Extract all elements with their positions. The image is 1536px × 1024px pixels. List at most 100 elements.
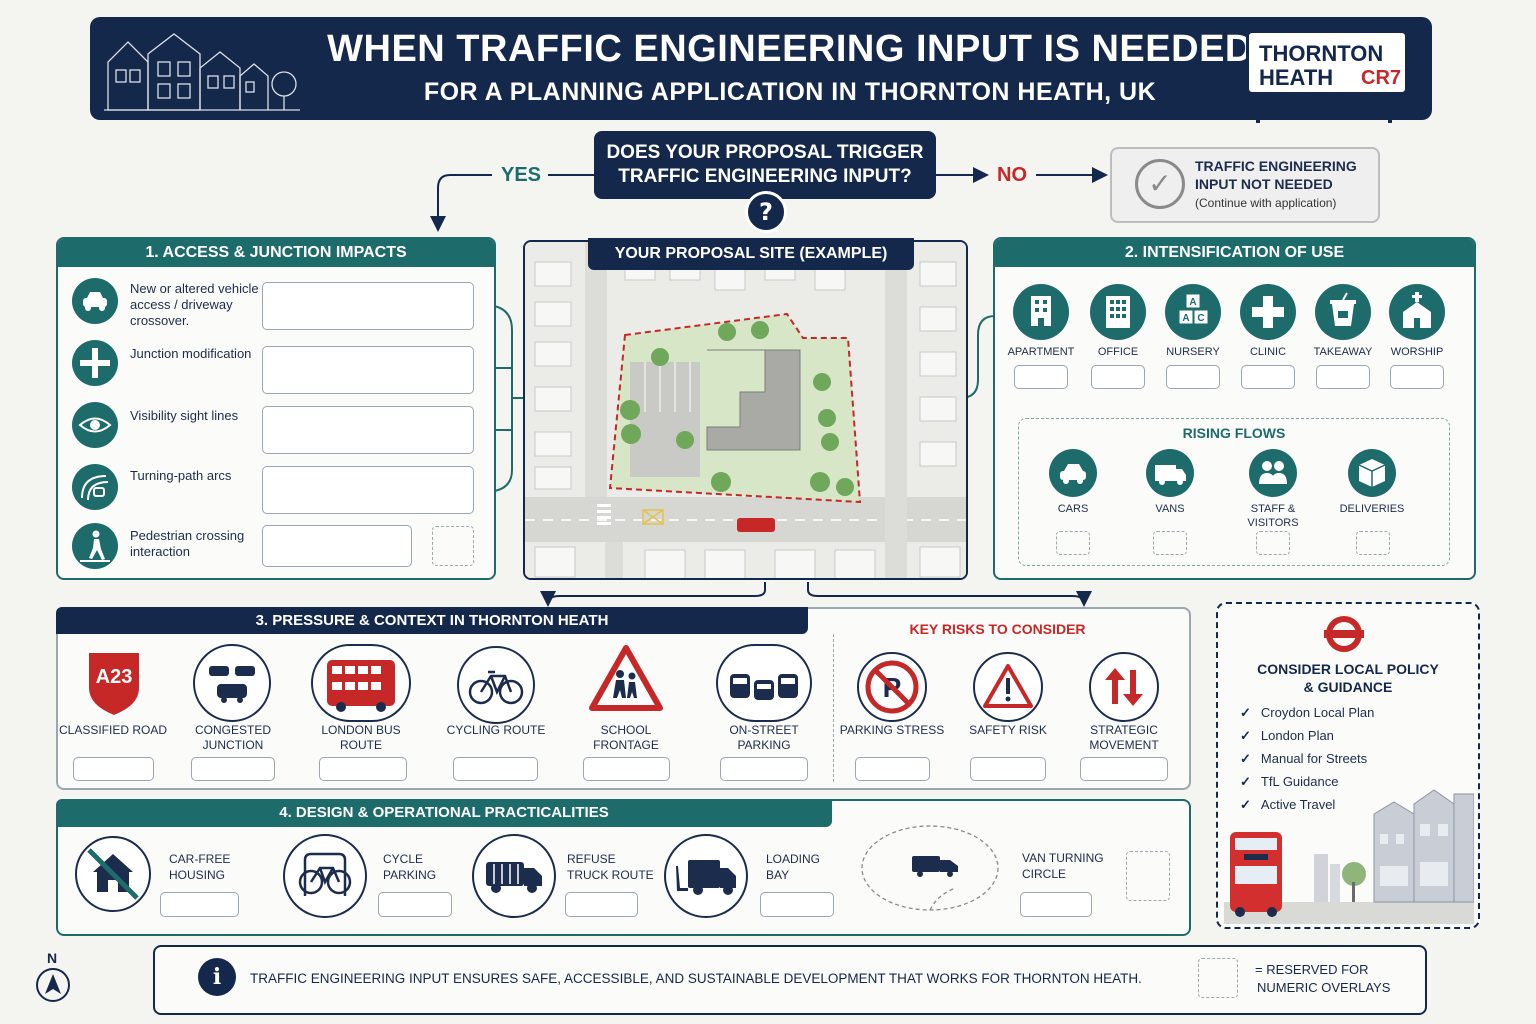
page-title: WHEN TRAFFIC ENGINEERING INPUT IS NEEDED: [327, 28, 1253, 70]
policy-item-label: Active Travel: [1260, 797, 1336, 812]
checkmark-icon: ✓: [1135, 159, 1185, 209]
header-banner: [90, 17, 1432, 120]
legend-reserved-box: [1198, 958, 1238, 998]
policy-item: ✓TfL Guidance: [1240, 774, 1338, 790]
policy-guidance-box: [1216, 602, 1480, 929]
check-icon: ✓: [1240, 774, 1251, 789]
congested-junction-input-box[interactable]: [191, 757, 275, 781]
cycle-parking-input-box[interactable]: [378, 892, 452, 917]
legend-text-2: NUMERIC OVERLAYS: [1257, 980, 1391, 995]
on-street-parking-input-box[interactable]: [720, 757, 808, 781]
reserved-numeric-box: [432, 526, 474, 566]
check-icon: ✓: [1240, 728, 1251, 743]
people-icon: [1249, 449, 1297, 497]
use-label: OFFICE: [1097, 346, 1139, 358]
apartment-input-box[interactable]: [1014, 365, 1068, 389]
school-frontage-input-box[interactable]: [583, 757, 670, 781]
policy-item: ✓ Active Travel: [1240, 797, 1335, 813]
cycling-route-input-box[interactable]: [453, 757, 538, 781]
panel-title: 1. ACCESS & JUNCTION IMPACTS: [58, 239, 494, 267]
refuse-truck-input-box[interactable]: [565, 892, 638, 917]
car-icon: [72, 278, 118, 324]
junction-label: Junction modification: [130, 346, 252, 361]
reserved-numeric-box: [1153, 531, 1187, 555]
design-label: CYCLE PARKING: [383, 852, 437, 882]
context-label: CONGESTED JUNCTION: [194, 723, 271, 752]
street-name-sign: THORNTON HEATH CR7: [1246, 30, 1408, 95]
traffic-jam-icon: [193, 644, 271, 722]
risk-label: SAFETY RISK: [969, 723, 1047, 737]
use-label: APARTMENT: [1007, 346, 1075, 358]
a23-road-sign-icon: A23: [82, 648, 146, 718]
risk-label: STRATEGIC MOVEMENT: [1089, 723, 1159, 752]
a23-sign-text: A23: [96, 666, 133, 688]
reserved-numeric-box: [1056, 531, 1090, 555]
office-input-box[interactable]: [1091, 365, 1145, 389]
key-risks-title: KEY RISKS TO CONSIDER: [909, 621, 1086, 637]
classified-road-input-box[interactable]: [73, 757, 154, 781]
bus-route-input-box[interactable]: [319, 757, 407, 781]
flow-label: CARS: [1057, 503, 1089, 515]
tfl-roundel-icon: [1322, 614, 1366, 658]
panel-title: 4. DESIGN & OPERATIONAL PRACTICALITIES: [56, 799, 832, 827]
apartment-icon: [1013, 284, 1069, 340]
pedestrian-label: Pedestrian crossing interaction: [130, 528, 245, 559]
policy-item: ✓Croydon Local Plan: [1240, 705, 1374, 721]
reserved-numeric-box: [1256, 531, 1290, 555]
divider: [833, 634, 834, 782]
clinic-cross-icon: [1240, 284, 1296, 340]
site-map: [523, 240, 968, 580]
cycle-stand-icon: [283, 834, 367, 918]
van-icon: [1146, 449, 1194, 497]
turning-path-input-box[interactable]: [262, 466, 474, 514]
car-free-input-box[interactable]: [160, 892, 239, 917]
refuse-truck-icon: [472, 834, 556, 918]
rising-flows-box: [1018, 418, 1450, 566]
clinic-input-box[interactable]: [1241, 365, 1295, 389]
design-label: REFUSE TRUCK ROUTE: [567, 852, 654, 882]
junction-input-box[interactable]: [262, 346, 474, 394]
design-label: VAN TURNING CIRCLE: [1022, 851, 1104, 881]
reserved-numeric-box: [1356, 531, 1390, 555]
sign-postcode: CR7: [1361, 67, 1402, 89]
school-warning-sign-icon: [588, 644, 664, 714]
eye-icon: [72, 402, 118, 448]
site-map-title: YOUR PROPOSAL SITE (EXAMPLE): [588, 238, 914, 270]
strategic-movement-input-box[interactable]: [1080, 757, 1168, 781]
use-label: NURSERY: [1166, 346, 1220, 358]
footer-text: TRAFFIC ENGINEERING INPUT ENSURES SAFE, …: [250, 971, 1142, 986]
no-label: NO: [997, 164, 1027, 186]
pedestrian-icon: [72, 523, 118, 569]
context-label: CYCLING ROUTE: [446, 723, 546, 737]
decision-question: DOES YOUR PROPOSAL TRIGGER TRAFFIC ENGIN…: [594, 131, 936, 199]
sign-post: [1256, 95, 1260, 123]
policy-title: CONSIDER LOCAL POLICY: [1257, 661, 1439, 677]
policy-item-label: Manual for Streets: [1260, 751, 1368, 766]
worship-input-box[interactable]: [1390, 365, 1444, 389]
not-needed-note: (Continue with application): [1195, 196, 1337, 210]
svg-text:C: C: [1197, 313, 1204, 324]
design-label: LOADING BAY: [766, 852, 821, 882]
double-decker-bus-icon: [311, 644, 411, 722]
street-scene-illustration: [1224, 789, 1474, 924]
footer-banner: [153, 945, 1427, 1015]
loading-bay-input-box[interactable]: [760, 892, 834, 917]
use-label: TAKEAWAY: [1313, 346, 1373, 358]
van-turning-input-box[interactable]: [1020, 892, 1092, 917]
pedestrian-input-box[interactable]: [262, 525, 412, 567]
panel-title: 3. PRESSURE & CONTEXT IN THORNTON HEATH: [56, 607, 808, 634]
bicycle-icon: [457, 646, 535, 724]
no-car-house-icon: [75, 836, 151, 912]
context-label: SCHOOL FRONTAGE: [593, 723, 659, 752]
flow-label: STAFF & VISITORS: [1247, 503, 1299, 529]
safety-risk-input-box[interactable]: [970, 757, 1046, 781]
nursery-input-box[interactable]: [1166, 365, 1220, 389]
takeaway-input-box[interactable]: [1316, 365, 1370, 389]
question-line-1: DOES YOUR PROPOSAL TRIGGER: [606, 142, 924, 163]
parking-stress-input-box[interactable]: [855, 757, 930, 781]
visibility-input-box[interactable]: [262, 406, 474, 454]
check-icon: ✓: [1240, 705, 1251, 720]
check-icon: ✓: [1240, 797, 1251, 812]
access-input-box[interactable]: [262, 282, 474, 330]
use-label: WORSHIP: [1390, 346, 1444, 358]
